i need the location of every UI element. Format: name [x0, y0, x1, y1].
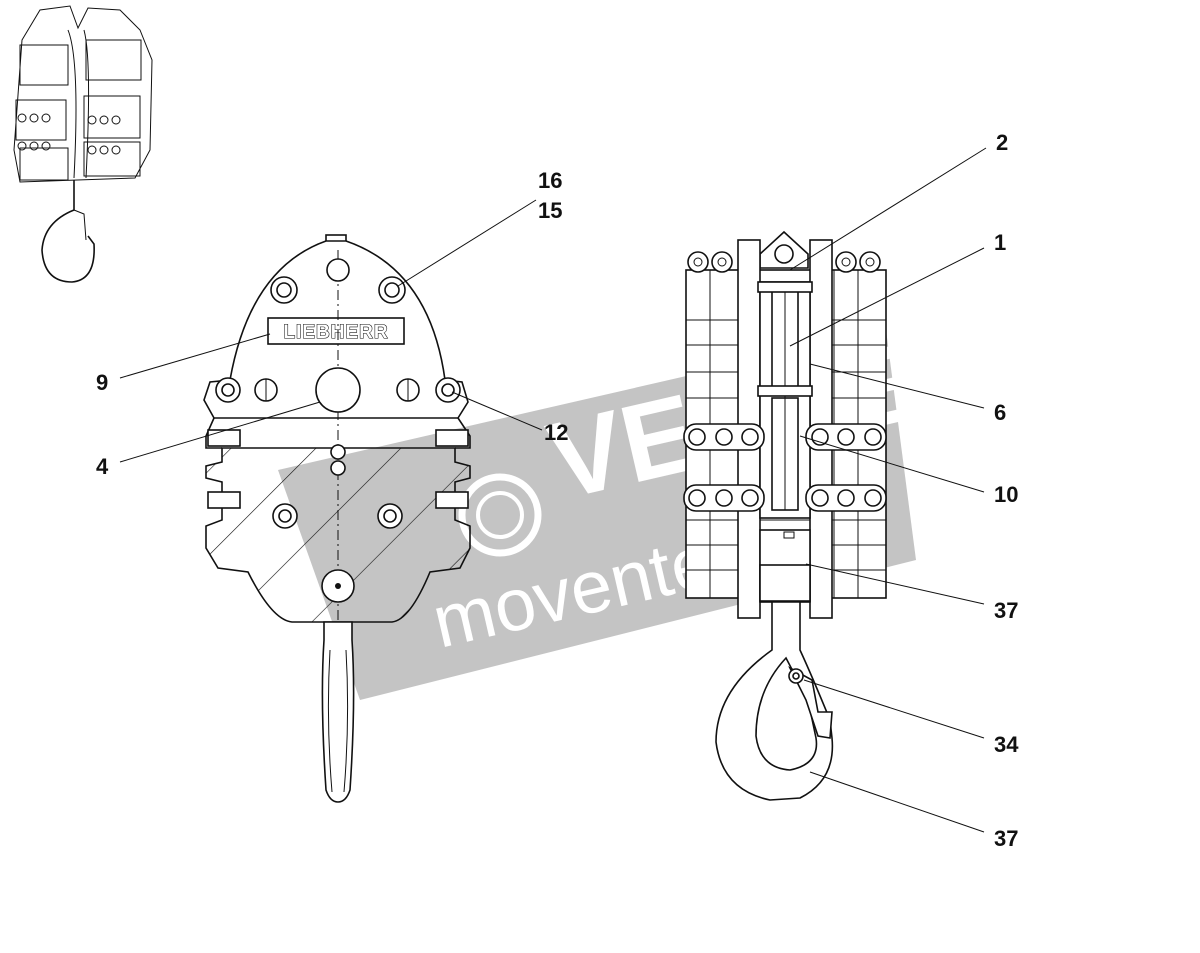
- callout-9: 9: [96, 370, 108, 395]
- leader-lines: [119, 147, 987, 833]
- liebherr-logo: LIEBHERR: [283, 322, 388, 343]
- callout-4: 4: [96, 454, 109, 479]
- callout-34: 34: [994, 732, 1019, 757]
- side-view: [683, 230, 887, 801]
- bolt-12: [215, 377, 461, 403]
- callout-labels: 16 15 9 12 4 2 1 6 10 37 34 37: [96, 130, 1019, 851]
- callout-16: 16: [538, 168, 562, 193]
- callout-2: 2: [996, 130, 1008, 155]
- callout-10: 10: [994, 482, 1018, 507]
- isometric-thumbnail: [13, 5, 153, 283]
- callout-1: 1: [994, 230, 1006, 255]
- callout-12: 12: [544, 420, 568, 445]
- bolt-bar-lower: [683, 484, 887, 512]
- front-view: LIEBHERR: [203, 234, 471, 803]
- callout-6: 6: [994, 400, 1006, 425]
- hook: [715, 601, 834, 801]
- callout-37-lower: 37: [994, 826, 1018, 851]
- bolt-bar-upper: [683, 423, 887, 451]
- bolt-15-16: [270, 276, 406, 304]
- callout-37-upper: 37: [994, 598, 1018, 623]
- callout-15: 15: [538, 198, 562, 223]
